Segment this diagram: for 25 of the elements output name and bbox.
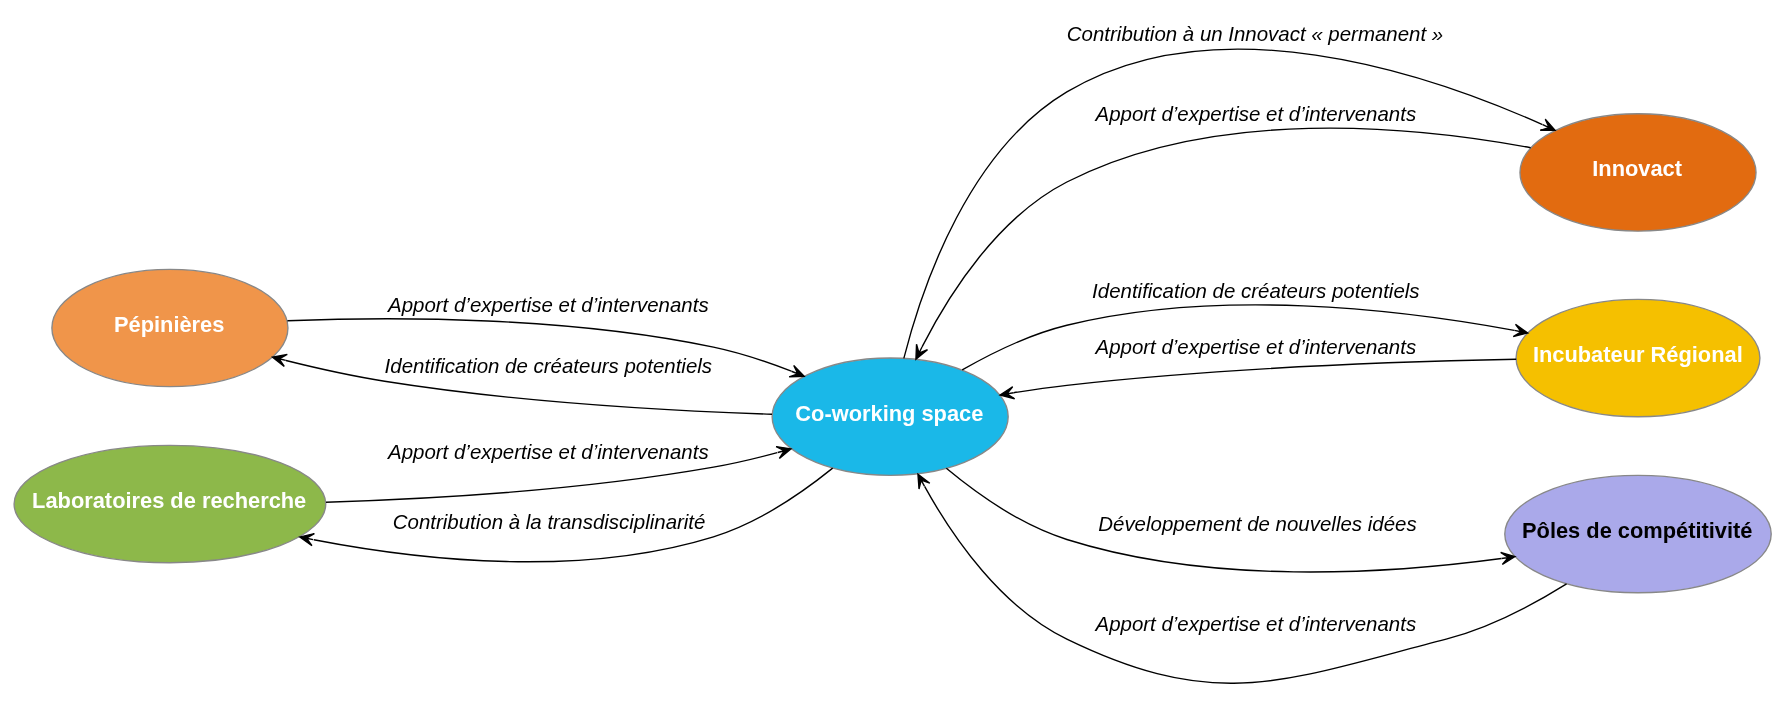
node-ellipse: Innovact xyxy=(1519,112,1757,232)
arrow xyxy=(325,445,792,503)
edge-label: Développement de nouvelles idées xyxy=(1098,511,1417,535)
arrow xyxy=(299,466,834,562)
arrow xyxy=(961,303,1529,371)
edge-label: Apport d’expertise et d’intervenants xyxy=(1095,101,1417,125)
edge-label: Apport d’expertise et d’intervenants xyxy=(1095,334,1417,358)
edge-label: Identification de créateurs potentiels xyxy=(1092,278,1420,302)
arrow xyxy=(915,127,1532,360)
edge-label: Apport d’expertise et d’intervenants xyxy=(388,439,709,463)
arrow xyxy=(917,472,1568,684)
arrow xyxy=(945,467,1516,573)
edge-label: Apport d’expertise et d’intervenants xyxy=(1095,611,1417,635)
edge-label: Contribution à la transdisciplinarité xyxy=(392,509,706,533)
node-ellipse: Incubateur Régional xyxy=(1515,298,1761,417)
arrow xyxy=(271,353,773,415)
arrow xyxy=(286,317,805,378)
edge-label: Identification de créateurs potentiels xyxy=(384,353,713,377)
edge-label: Apport d’expertise et d’intervenants xyxy=(388,292,709,316)
node-ellipse: Laboratoires de recherche xyxy=(13,444,327,563)
arrow xyxy=(903,48,1556,359)
arrow xyxy=(999,358,1517,399)
node-ellipse: Co-working space xyxy=(771,356,1009,476)
node-ellipse: Pôles de compétitivité xyxy=(1504,474,1772,593)
edge-label: Contribution à un Innovact « permanent » xyxy=(1066,21,1444,45)
